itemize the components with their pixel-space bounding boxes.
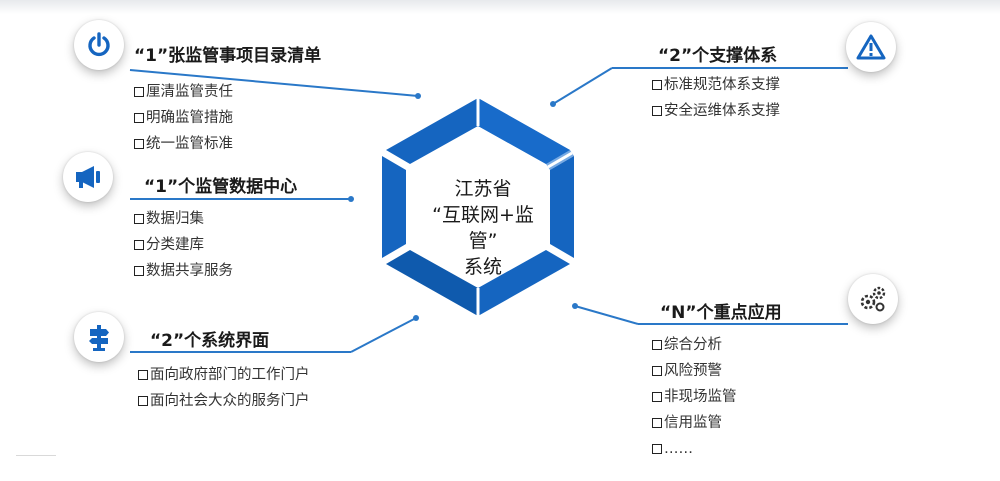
list-item: 综合分析	[652, 332, 737, 358]
checkbox-square-icon	[134, 266, 144, 276]
connector-catalog	[129, 69, 419, 97]
block-catalog: “1”张监管事项目录清单 厘清监管责任 明确监管措施 统一监管标准	[134, 41, 321, 157]
block-interfaces: “2”个系统界面	[150, 326, 269, 351]
checkbox-square-icon	[652, 106, 662, 116]
block-apps-list-wrap: 综合分析 风险预警 非现场监管 信用监管 ……	[652, 332, 737, 462]
center-line1: 江苏省	[454, 178, 512, 200]
connector-interfaces-d	[350, 317, 417, 353]
block-support-title: “2”个支撑体系	[658, 46, 778, 66]
block-datacenter-list: 数据归集 分类建库 数据共享服务	[134, 206, 233, 284]
checkbox-square-icon	[138, 396, 148, 406]
checkbox-square-icon	[652, 418, 662, 428]
block-catalog-list: 厘清监管责任 明确监管措施 统一监管标准	[134, 79, 321, 157]
checkbox-square-icon	[134, 214, 144, 224]
block-support-list-wrap: 标准规范体系支撑 安全运维体系支撑	[652, 72, 780, 124]
connector-apps-d	[574, 305, 639, 325]
block-datacenter: “1”个监管数据中心	[144, 172, 297, 197]
hexagon-frame	[382, 98, 574, 316]
block-datacenter-list-wrap: 数据归集 分类建库 数据共享服务	[134, 206, 233, 284]
power-icon	[74, 20, 124, 70]
block-apps-title: “N”个重点应用	[660, 303, 782, 323]
list-item: 数据共享服务	[134, 258, 233, 284]
warning-icon	[846, 22, 896, 72]
checkbox-square-icon	[652, 392, 662, 402]
bottom-divider	[16, 455, 56, 462]
checkbox-square-icon	[134, 240, 144, 250]
checkbox-square-icon	[652, 80, 662, 90]
list-item: 面向政府部门的工作门户	[138, 362, 310, 388]
center-title: 江苏省 “互联网+监管” 系统	[423, 176, 543, 280]
list-item: 分类建库	[134, 232, 233, 258]
checkbox-square-icon	[652, 366, 662, 376]
list-item: 标准规范体系支撑	[652, 72, 780, 98]
list-item: 风险预警	[652, 358, 737, 384]
list-item: 数据归集	[134, 206, 233, 232]
list-item: 信用监管	[652, 410, 737, 436]
block-apps: “N”个重点应用	[660, 298, 782, 323]
block-interfaces-list: 面向政府部门的工作门户 面向社会大众的服务门户	[138, 362, 310, 414]
block-apps-list: 综合分析 风险预警 非现场监管 信用监管 ……	[652, 332, 737, 462]
megaphone-icon	[63, 152, 113, 202]
block-interfaces-list-wrap: 面向政府部门的工作门户 面向社会大众的服务门户	[138, 362, 310, 414]
list-item: 厘清监管责任	[134, 79, 321, 105]
center-line3: 系统	[463, 256, 502, 278]
list-item: 安全运维体系支撑	[652, 98, 780, 124]
list-item: ……	[652, 436, 737, 462]
checkbox-square-icon	[652, 340, 662, 350]
checkbox-square-icon	[134, 87, 144, 97]
block-datacenter-title: “1”个监管数据中心	[144, 177, 298, 197]
block-catalog-title: “1”张监管事项目录清单	[134, 46, 322, 66]
block-support-list: 标准规范体系支撑 安全运维体系支撑	[652, 72, 780, 124]
block-interfaces-title: “2”个系统界面	[150, 331, 270, 351]
gears-icon	[848, 274, 898, 324]
checkbox-square-icon	[652, 444, 662, 454]
signpost-icon	[74, 312, 124, 362]
checkbox-square-icon	[134, 113, 144, 123]
connector-support-d	[552, 67, 613, 105]
list-item: 非现场监管	[652, 384, 737, 410]
checkbox-square-icon	[138, 370, 148, 380]
list-item: 明确监管措施	[134, 105, 321, 131]
checkbox-square-icon	[134, 139, 144, 149]
center-line2: “互联网+监管”	[432, 204, 534, 252]
list-item: 统一监管标准	[134, 131, 321, 157]
top-shadow	[0, 0, 1000, 14]
list-item: 面向社会大众的服务门户	[138, 388, 310, 414]
block-support: “2”个支撑体系	[658, 41, 777, 66]
